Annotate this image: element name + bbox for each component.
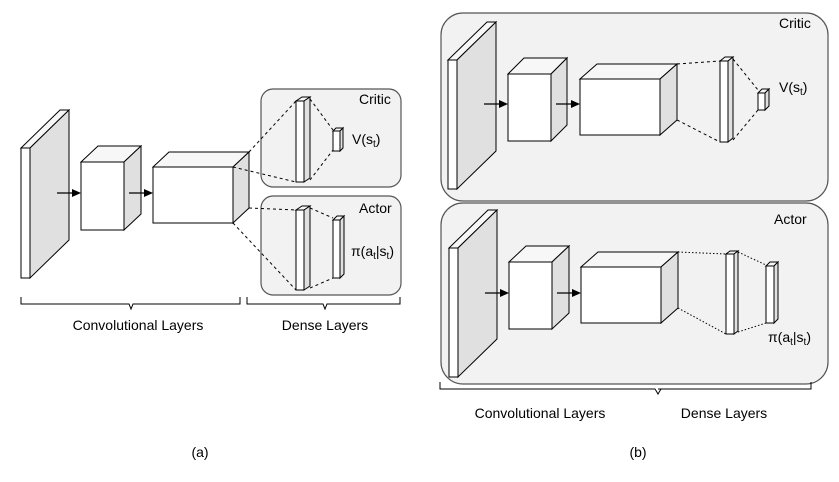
panel-a-conv-block-2: [151, 150, 251, 225]
panel-a-critic-output: [331, 126, 345, 153]
panel-b-critic-label: Critic: [779, 15, 811, 31]
panel-a-arrow-1: [57, 189, 81, 197]
panel-a-policy-label: π(at|st): [351, 243, 394, 262]
panel-b-conv-label: Convolutional Layers: [475, 405, 606, 421]
panel-b-critic-arrow-2: [556, 100, 580, 108]
panel-a-actor-label: Actor: [359, 200, 392, 216]
panel-a-dense-brace: [246, 297, 401, 311]
panel-a-caption: (a): [191, 444, 208, 460]
panel-b-conv-brace: [439, 382, 662, 395]
panel-a-value-label: V(st): [352, 131, 380, 150]
panel-a-actor-output: [331, 214, 346, 280]
panel-b-caption: (b): [629, 444, 646, 460]
panel-a: Critic Actor V(st) π(at|st) Convolutiona…: [19, 88, 402, 460]
panel-b-dense-brace: [658, 382, 812, 390]
panel-b-critic-conv-block-2: [578, 62, 679, 137]
panel-b: Critic Actor V(st) π(at|st) Convolutiona…: [439, 12, 829, 460]
panel-a-dense-label: Dense Layers: [282, 317, 368, 333]
panel-b-policy-label: π(at|st): [768, 329, 811, 348]
panel-b-critic-output: [756, 87, 771, 112]
panel-b-dense-label: Dense Layers: [681, 405, 767, 421]
panel-a-conv-block-1: [79, 144, 143, 232]
panel-a-critic-label: Critic: [359, 91, 391, 107]
panel-b-actor-arrow-2: [557, 289, 581, 297]
panel-b-critic-arrow-1: [484, 100, 508, 108]
panel-a-conv-brace: [20, 297, 241, 311]
panel-b-actor-label: Actor: [774, 211, 807, 227]
panel-b-actor-output: [764, 260, 780, 325]
panel-b-actor-conv-block-2: [579, 250, 680, 325]
panel-a-projection-lines: [232, 100, 297, 291]
panel-b-actor-arrow-1: [485, 289, 509, 297]
panel-b-critic-conv-block-1: [506, 56, 569, 143]
panel-a-conv-label: Convolutional Layers: [73, 317, 204, 333]
panel-b-actor-conv-block-1: [507, 244, 571, 331]
panel-a-critic-dense-layer: [294, 96, 312, 183]
panel-a-actor-dense-layer: [294, 205, 312, 291]
panel-b-critic-input-layer: [446, 20, 498, 191]
panel-b-critic-dense-layer: [718, 55, 735, 144]
panel-b-actor-input-layer: [447, 208, 499, 379]
panel-a-arrow-2: [129, 189, 153, 197]
panel-b-value-label: V(st): [779, 79, 807, 98]
panel-a-input-layer: [19, 108, 71, 280]
panel-b-actor-dense-layer: [724, 250, 740, 335]
